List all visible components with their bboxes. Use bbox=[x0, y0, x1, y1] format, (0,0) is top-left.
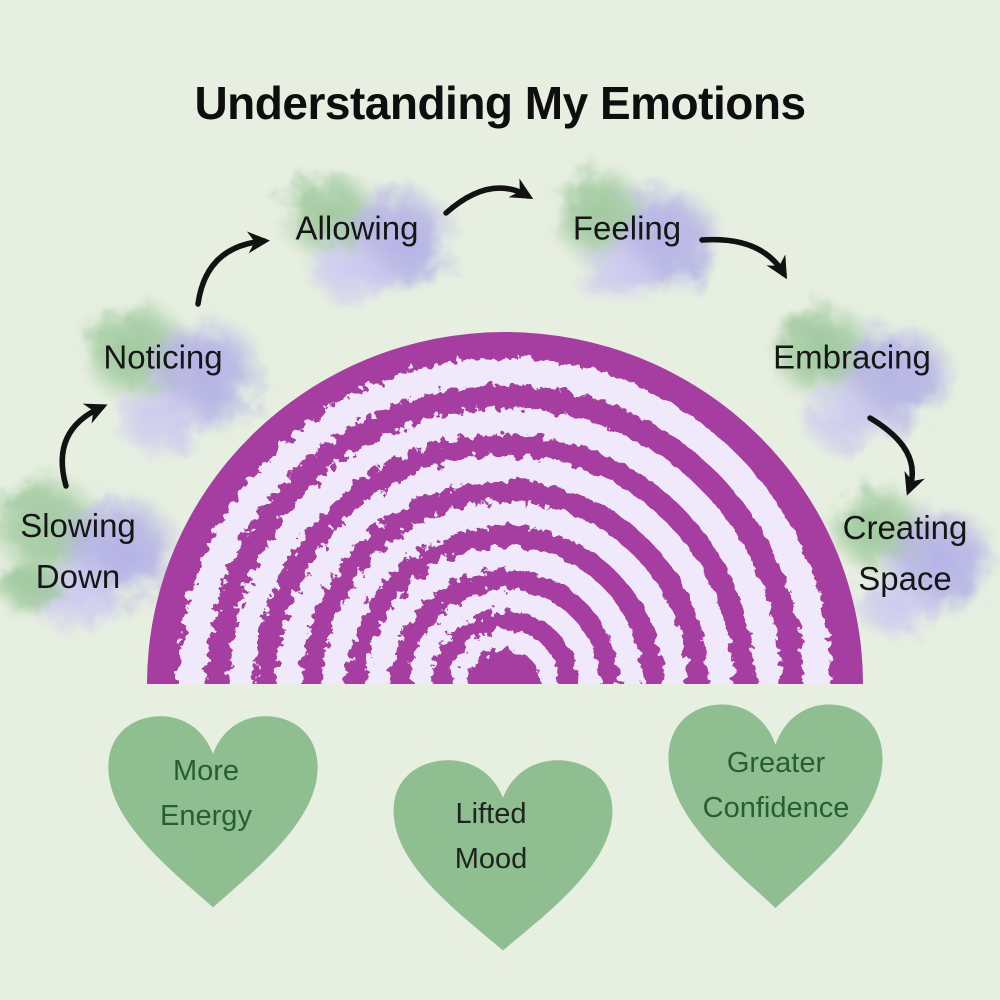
heart-icon-greater-confidence bbox=[668, 704, 883, 908]
step-label-slowing-down: Slowing Down bbox=[20, 500, 136, 602]
watercolor-blob-noticing bbox=[77, 295, 269, 460]
step-label-line: Feeling bbox=[572, 209, 682, 247]
watercolor-blob-allowing bbox=[276, 167, 462, 306]
watercolor-blob-creating-space bbox=[826, 480, 1000, 643]
flow-arrow-slowing-to-noticing bbox=[59, 403, 108, 489]
step-label-line: Embracing bbox=[773, 338, 931, 376]
benefit-label-line: Confidence bbox=[702, 792, 850, 824]
benefit-label-line: Greater bbox=[726, 747, 826, 780]
benefit-label-lifted-mood: Lifted Mood bbox=[455, 792, 528, 882]
heart-icon-more-energy bbox=[108, 716, 318, 908]
benefit-label-line: More bbox=[172, 755, 240, 788]
benefit-label-line: Energy bbox=[160, 800, 252, 832]
watercolor-blob-feeling bbox=[546, 165, 725, 308]
benefit-label-greater-confidence: Greater Confidence bbox=[703, 741, 850, 831]
flow-arrow-embracing-to-creating-space bbox=[867, 415, 925, 496]
page-title: Understanding My Emotions bbox=[194, 76, 806, 129]
benefit-label-line: Mood bbox=[454, 843, 528, 875]
step-label-feeling: Feeling bbox=[573, 202, 681, 253]
step-label-line: Noticing bbox=[103, 338, 223, 376]
step-label-line: Creating bbox=[842, 508, 968, 546]
flow-arrow-noticing-to-allowing bbox=[195, 231, 271, 307]
step-label-creating-space: Creating Space bbox=[843, 502, 968, 604]
step-label-noticing: Noticing bbox=[103, 331, 222, 382]
step-label-line: Space bbox=[858, 560, 952, 597]
step-label-line: Allowing bbox=[295, 209, 419, 247]
rainbow-semicircle-image bbox=[147, 332, 863, 684]
step-label-line: Slowing bbox=[20, 506, 136, 544]
step-label-embracing: Embracing bbox=[773, 331, 931, 382]
flow-arrow-allowing-to-feeling bbox=[443, 178, 534, 216]
benefit-label-more-energy: More Energy bbox=[160, 749, 252, 839]
step-label-allowing: Allowing bbox=[296, 202, 419, 253]
heart-icon-lifted-mood bbox=[393, 760, 613, 951]
watercolor-blob-slowing-down bbox=[0, 469, 184, 637]
watercolor-blob-embracing bbox=[766, 297, 959, 458]
benefit-label-line: Lifted bbox=[455, 798, 527, 831]
flow-arrow-feeling-to-embracing bbox=[699, 236, 788, 280]
step-label-line: Down bbox=[35, 558, 121, 595]
